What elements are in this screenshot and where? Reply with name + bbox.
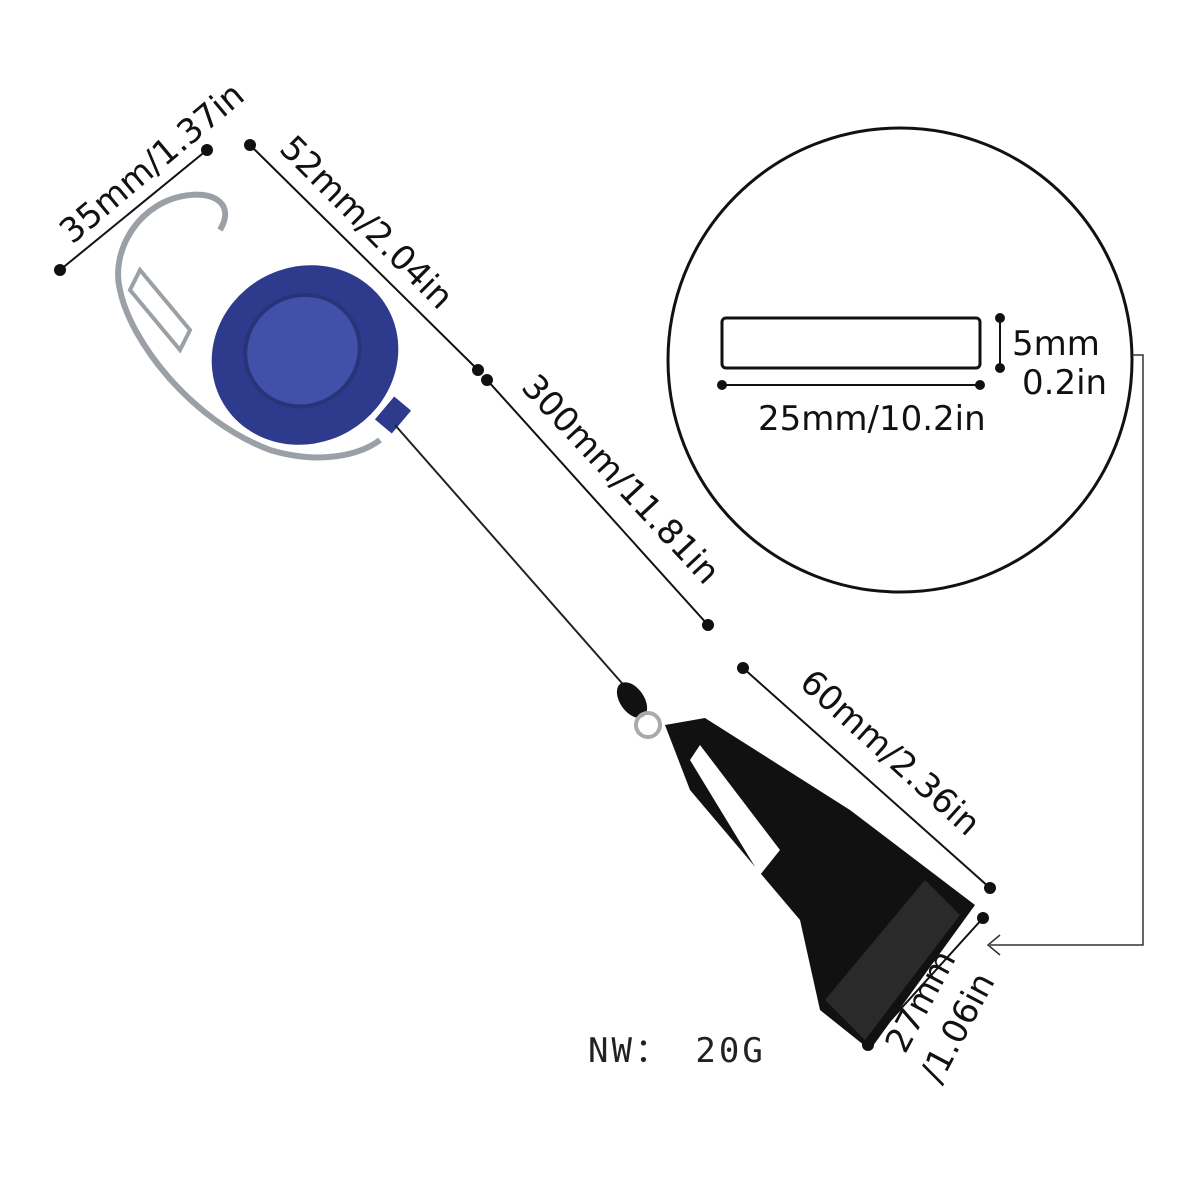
net-weight-label: NW： 20G	[588, 1031, 766, 1071]
dimension-lines	[54, 139, 996, 1051]
cord-length-label: 300mm/11.81in	[513, 367, 727, 592]
opening-height-in-label: 0.2in	[1022, 363, 1107, 403]
detail-connector-line	[990, 354, 1144, 946]
opening-width-label: 25mm/10.2in	[758, 399, 986, 439]
cord-stopper	[616, 682, 648, 718]
split-ring	[634, 711, 662, 739]
retractable-cord	[394, 424, 629, 691]
retractable-reel	[211, 265, 399, 445]
opening-height-mm-label: 5mm	[1012, 324, 1100, 364]
opening-outline	[720, 316, 982, 370]
detail-circle	[666, 126, 1134, 594]
reel-tab	[374, 396, 412, 434]
lighter-holder	[665, 718, 975, 1050]
opening-dimension-lines	[717, 313, 1005, 390]
carabiner-clip	[115, 191, 382, 461]
connector-arrow-icon	[986, 934, 1001, 956]
